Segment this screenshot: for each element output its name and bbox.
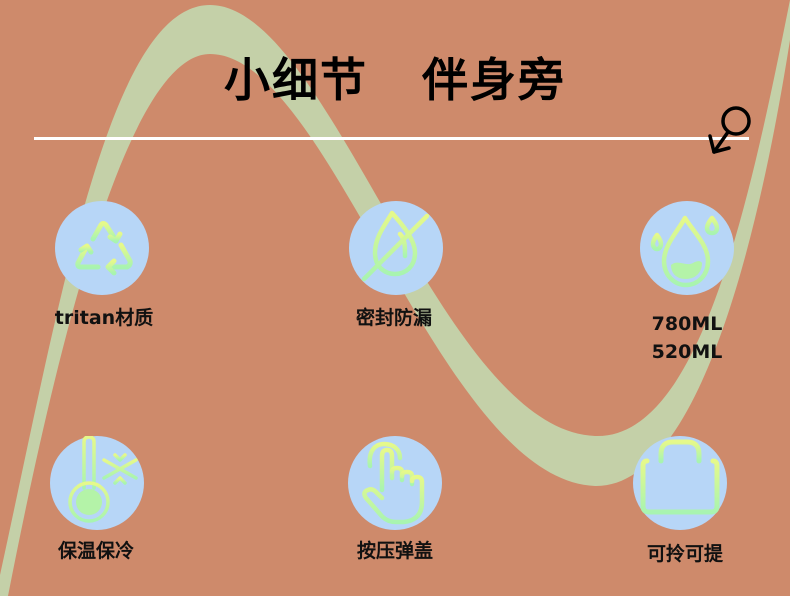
recycle-icon (75, 221, 133, 276)
feature-label-line1: 780ML (651, 313, 723, 335)
icon-circle (348, 436, 442, 530)
feature-label-line2: 520ML (651, 341, 723, 363)
male-symbol-icon (708, 106, 751, 154)
icon-circle (55, 201, 149, 295)
feature-label: 按压弹盖 (356, 540, 433, 562)
handbag-icon (640, 439, 720, 515)
thermometer-snowflake-icon (66, 436, 138, 523)
water-drop-icon (650, 215, 720, 288)
no-leak-drop-icon (361, 210, 430, 282)
icon-circle (50, 436, 144, 530)
icon-circle (349, 201, 443, 295)
feature-label: 密封防漏 (355, 307, 432, 329)
title-divider (34, 137, 749, 140)
feature-label: 保温保冷 (57, 540, 134, 562)
page-title: 小细节 伴身旁 (223, 53, 567, 107)
press-finger-icon (362, 441, 425, 525)
icon-circle (640, 201, 734, 295)
feature-label: tritan材质 (54, 307, 154, 329)
icon-circle (633, 436, 727, 530)
feature-label: 可拎可提 (646, 543, 723, 565)
